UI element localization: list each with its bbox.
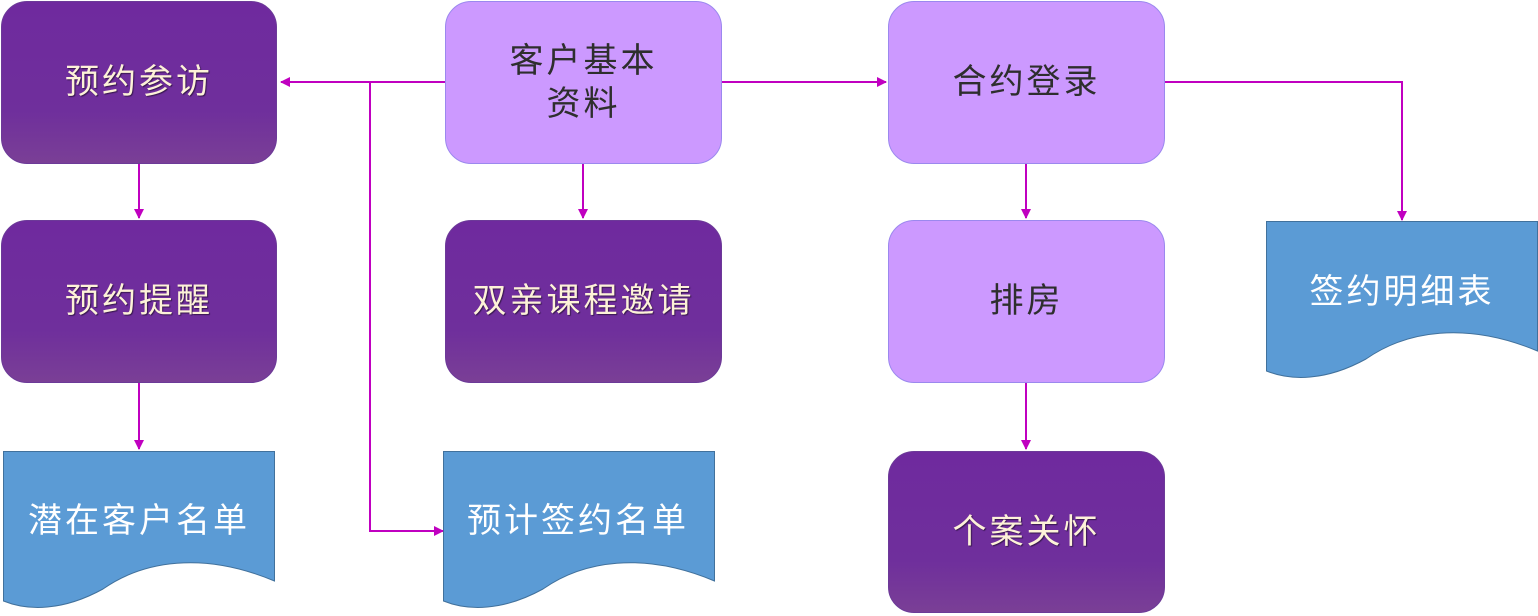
node-room-arrangement[interactable]: 排房 [888, 220, 1165, 383]
node-reservation-reminder-label: 预约提醒 [65, 281, 213, 322]
doc-expected-signing-list-label: 预计签约名单 [467, 500, 689, 541]
document-shape [443, 451, 715, 608]
doc-potential-customer-list-label: 潜在客户名单 [28, 500, 250, 541]
node-reservation-visit-label: 预约参访 [65, 62, 213, 103]
document-shape [3, 451, 275, 608]
node-case-care-label: 个案关怀 [952, 511, 1101, 552]
doc-potential-customer-list[interactable]: 潜在客户名单 [3, 451, 275, 611]
node-reservation-reminder[interactable]: 预约提醒 [1, 220, 277, 383]
node-customer-basic-info-label: 客户基本 资料 [509, 41, 658, 124]
document-shape [1266, 221, 1538, 378]
node-room-arrangement-label: 排房 [989, 281, 1064, 322]
node-reservation-visit[interactable]: 预约参访 [1, 1, 277, 164]
node-contract-registration-label: 合约登录 [952, 62, 1101, 103]
arrow-info-to-expected-list [369, 82, 444, 536]
doc-expected-signing-list[interactable]: 预计签约名单 [443, 451, 715, 611]
arrow-contract-to-detail [1165, 81, 1407, 221]
node-parent-course-invitation-label: 双亲课程邀请 [472, 281, 695, 322]
node-case-care[interactable]: 个案关怀 [888, 451, 1165, 613]
doc-signing-detail-list-label: 签约明细表 [1309, 272, 1495, 312]
node-parent-course-invitation[interactable]: 双亲课程邀请 [445, 220, 722, 383]
doc-signing-detail-list[interactable]: 签约明细表 [1266, 221, 1538, 381]
node-customer-basic-info[interactable]: 客户基本 资料 [445, 1, 722, 164]
node-contract-registration[interactable]: 合约登录 [888, 1, 1165, 164]
